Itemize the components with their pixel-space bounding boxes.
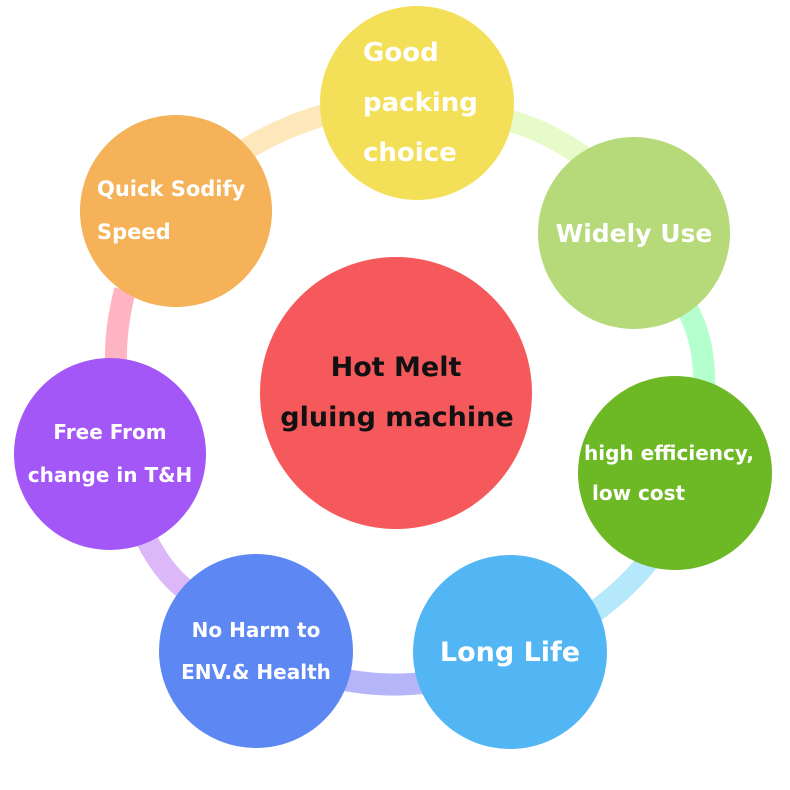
connector-top-left-to-top	[239, 102, 335, 160]
left-label-line-1: Free From	[53, 420, 167, 444]
circle-quick-sodify-speed: Quick Sodify Speed	[80, 115, 272, 307]
right-label-line-2: low cost	[592, 481, 686, 505]
bottom-right-label: Long Life	[439, 636, 581, 668]
left-label-line-2: change in T&H	[27, 463, 193, 487]
circle-long-life: Long Life	[413, 555, 607, 749]
circle-high-efficiency-low-cost: high efficiency, low cost	[578, 376, 772, 570]
top-label-line-3: choice	[363, 138, 457, 168]
center-label-line-1: Hot Melt	[330, 352, 462, 383]
circle-free-from-change: Free From change in T&H	[14, 358, 206, 550]
circle-widely-use: Widely Use	[538, 137, 730, 329]
top-label-line-2: packing	[363, 88, 478, 118]
top-right-label: Widely Use	[555, 218, 713, 248]
right-label-line-1: high efficiency,	[584, 441, 754, 465]
top-left-label-line-2: Speed	[97, 220, 171, 244]
center-label-line-2: gluing machine	[280, 402, 514, 433]
center-circle-hot-melt-gluing-machine: Hot Melt gluing machine	[260, 257, 532, 529]
circle-no-harm-env-health: No Harm to ENV.& Health	[159, 554, 353, 748]
bottom-left-label-line-1: No Harm to	[191, 618, 321, 642]
top-left-label-line-1: Quick Sodify	[97, 177, 246, 201]
top-label-line-1: Good	[363, 38, 439, 68]
bottom-left-label-line-2: ENV.& Health	[181, 660, 331, 684]
connector-left-to-top-left	[104, 287, 136, 363]
circle-good-packing-choice: Good packing choice	[320, 6, 514, 200]
